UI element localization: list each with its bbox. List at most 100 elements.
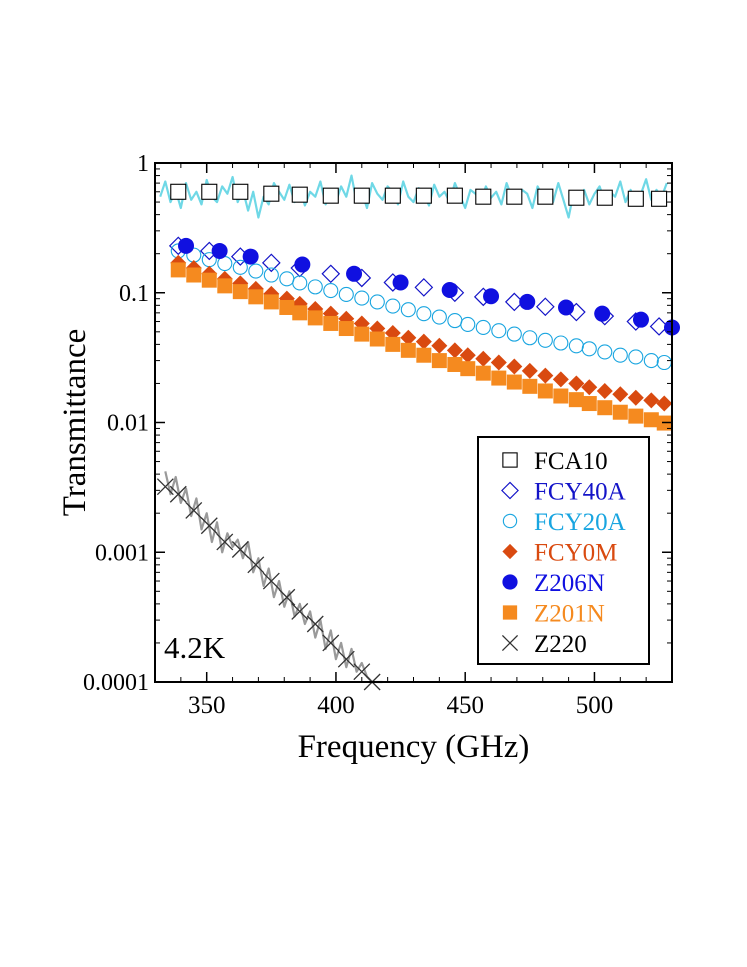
data-point-z201n [217,278,233,294]
legend-marker-z206n [502,574,518,590]
legend-label-fcy40a: FCY40A [534,479,626,506]
data-point-fca10 [506,188,523,205]
data-point-z201n [612,404,628,420]
data-point-fcy20a [385,298,401,314]
data-point-z201n [248,289,264,305]
temperature-annotation: 4.2K [164,630,226,665]
data-point-fcy40a [649,317,669,336]
data-point-fca10 [627,190,644,207]
x-tick-label: 350 [188,692,226,719]
y-axis-label: Transmittance [57,329,93,517]
data-point-z201n [597,400,613,416]
data-point-z201n [506,374,522,390]
data-point-fcy0m [490,354,507,371]
legend-label-fcy0m: FCY0M [534,540,617,567]
y-tick-label: 0.0001 [83,670,149,696]
legend-label-z201n: Z201N [534,601,605,628]
data-point-fcy20a [369,294,385,310]
y-tick-label: 0.001 [95,540,149,566]
data-point-fcy0m [656,395,673,412]
trace-line-z220 [164,471,383,684]
data-point-z206n [441,282,458,299]
data-point-z220 [231,541,249,558]
legend-marker-fcy20a [502,513,518,529]
data-markers [156,183,680,691]
data-point-z201n [522,378,538,394]
data-point-fcy0m [506,358,523,375]
data-point-z206n [211,242,228,259]
data-point-fcy0m [459,347,476,364]
data-point-fcy20a [553,335,569,351]
data-point-z201n [447,356,463,372]
data-point-z201n [201,272,217,288]
legend-label-z206n: Z206N [534,570,605,597]
data-point-z201n [628,408,644,424]
data-point-fcy0m [475,350,492,367]
data-point-fca10 [537,188,554,205]
legend-marker-z201n [502,605,518,620]
data-point-fcy20a [597,344,613,360]
data-point-z201n [232,284,248,300]
legend-label-fca10: FCA10 [534,448,608,475]
data-point-fcy0m [581,379,598,396]
data-point-z220 [262,572,280,590]
data-point-z206n [392,274,409,291]
data-point-fcy20a [354,290,370,306]
data-point-z220 [185,501,203,519]
data-point-z201n [581,396,597,412]
x-axis-label: Frequency (GHz) [298,729,530,765]
data-point-fcy20a [338,286,354,303]
data-point-fcy20a [323,282,339,299]
data-point-z201n [354,326,370,342]
data-point-fcy20a [475,319,491,336]
data-point-z220 [337,650,355,668]
legend-marker-fca10 [502,452,518,468]
data-point-fca10 [263,185,280,202]
data-point-fcy20a [506,326,522,342]
data-point-z220 [156,478,174,496]
data-point-fcy0m [537,367,554,384]
data-point-z220 [306,615,324,633]
data-point-fcy40a [414,278,434,297]
data-point-fca10 [232,183,249,200]
data-point-fcy0m [627,389,644,406]
data-point-z201n [491,370,507,386]
data-point-fcy20a [400,302,416,318]
legend-marker-z220 [501,634,519,652]
data-point-z201n [416,347,432,363]
data-point-fca10 [415,187,432,204]
data-point-fcy0m [596,382,613,399]
data-point-fca10 [384,187,401,204]
x-tick-label: 450 [446,692,484,719]
data-point-z220 [291,602,309,620]
data-point-z201n [307,310,323,326]
data-point-z201n [170,262,186,278]
legend-marker-fcy40a [501,481,519,500]
data-point-fcy20a [537,332,553,348]
data-point-fcy0m [446,342,463,359]
data-point-z201n [385,336,401,352]
data-point-z220 [278,588,296,606]
data-point-fca10 [446,187,463,204]
data-point-z201n [431,353,447,369]
data-point-z201n [369,331,385,347]
data-point-z220 [169,485,187,503]
data-point-fcy20a [232,259,248,275]
data-point-z206n [483,288,500,305]
data-point-fcy20a [307,279,323,295]
data-point-z220 [247,556,265,574]
data-point-fcy0m [521,362,538,379]
data-point-fcy20a [628,349,644,365]
series-fca10 [170,183,668,207]
data-point-z201n [292,305,308,321]
data-point-fca10 [651,190,668,207]
data-point-z201n [643,412,659,428]
data-point-fcy20a [263,267,279,283]
data-point-fcy20a [491,323,507,339]
data-point-z206n [178,237,195,254]
y-tick-label: 0.01 [107,411,149,437]
data-point-fcy20a [431,309,447,325]
